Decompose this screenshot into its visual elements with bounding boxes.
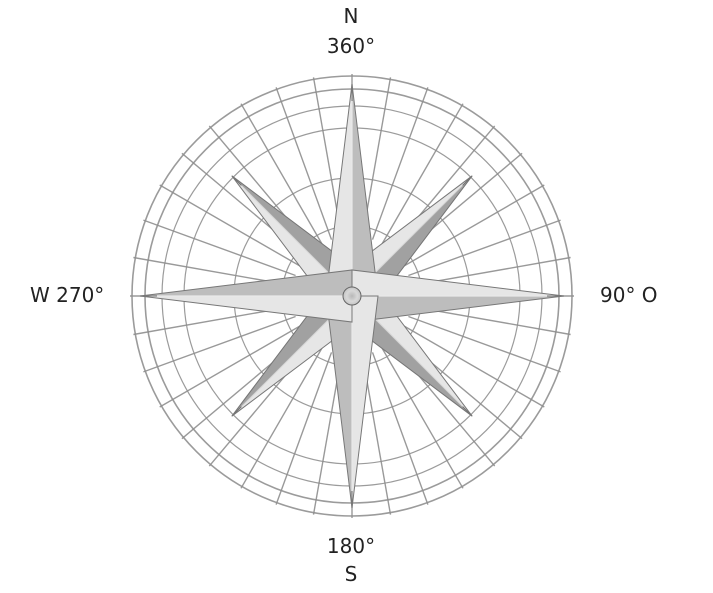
compass-rays [130,74,574,518]
south-degrees-label: 180° [326,534,376,558]
north-degrees-label: 360° [326,34,376,58]
compass-ray [381,103,464,245]
east-point-facet-mid [351,295,565,323]
compass-ray [408,219,561,277]
compass-ray [159,184,301,267]
compass-ray [143,315,296,373]
compass-ray [408,315,561,373]
compass-ray [143,219,296,277]
north-letter-label: N [343,4,359,28]
east-point-facet-light [351,269,565,297]
center-hub [342,286,362,306]
west-point-facet-mid [139,269,353,297]
north-point-facet-light [325,83,353,297]
compass-ray [371,352,429,505]
compass-star [139,83,565,509]
south-letter-label: S [344,562,358,586]
compass-ray [275,87,333,240]
compass-ray [381,347,464,489]
north-point-facet-mid [351,83,379,297]
compass-ray [403,325,545,408]
south-point-facet-mid [325,295,353,509]
south-point-facet-light [351,295,379,509]
compass-ray [240,103,323,245]
compass-ray [240,347,323,489]
west-label: W 270° [30,283,105,307]
compass-ray [159,325,301,408]
compass-ray [371,87,429,240]
compass-ray [275,352,333,505]
west-point-facet-light [139,295,353,323]
east-label: 90° O [600,283,658,307]
compass-ray [403,184,545,267]
